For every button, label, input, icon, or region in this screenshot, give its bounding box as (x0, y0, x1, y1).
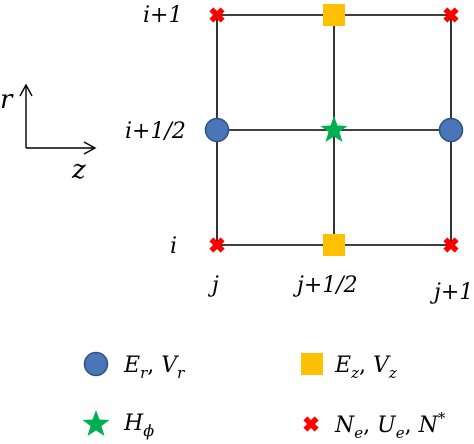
col-label-left: j (207, 273, 219, 298)
legend-circle-label: Er, Vr (123, 353, 185, 382)
legend-cross-label: Ne, Ue, N* (334, 409, 446, 442)
legend-star-label: Hϕ (123, 411, 154, 440)
cross-marker-top-left (209, 7, 225, 23)
col-label-middle: j+1/2 (292, 273, 358, 298)
row-label-bottom: i (170, 234, 177, 259)
row-label-top: i+1 (143, 3, 182, 28)
circle-marker-left (204, 117, 230, 143)
legend-cross-icon (303, 416, 319, 432)
cross-markers (209, 7, 459, 253)
circle-marker-right (438, 117, 464, 143)
cross-marker-bottom-right (443, 237, 459, 253)
cross-marker-top-right (443, 7, 459, 23)
axis-z-arrowhead (83, 141, 97, 155)
axis-r-arrowhead (19, 83, 33, 97)
square-marker-bottom (323, 234, 345, 256)
circle-markers (204, 117, 464, 143)
axis-r-label: r (0, 85, 14, 115)
legend-square-icon (301, 353, 323, 375)
axes-indicator: r z (0, 83, 97, 185)
square-marker-top (323, 4, 345, 26)
axis-z-label: z (71, 155, 86, 185)
cross-marker-bottom-left (209, 237, 225, 253)
legend: Er, Vr Ez, Vz Hϕ Ne, Ue, N* (82, 351, 446, 442)
star-marker-center (320, 116, 348, 142)
square-markers (323, 4, 345, 256)
legend-circle-icon (83, 351, 109, 377)
legend-star-icon (82, 410, 110, 436)
legend-square-label: Ez, Vz (334, 353, 397, 382)
row-label-middle: i+1/2 (125, 119, 186, 144)
col-label-right: j+1 (429, 280, 473, 305)
